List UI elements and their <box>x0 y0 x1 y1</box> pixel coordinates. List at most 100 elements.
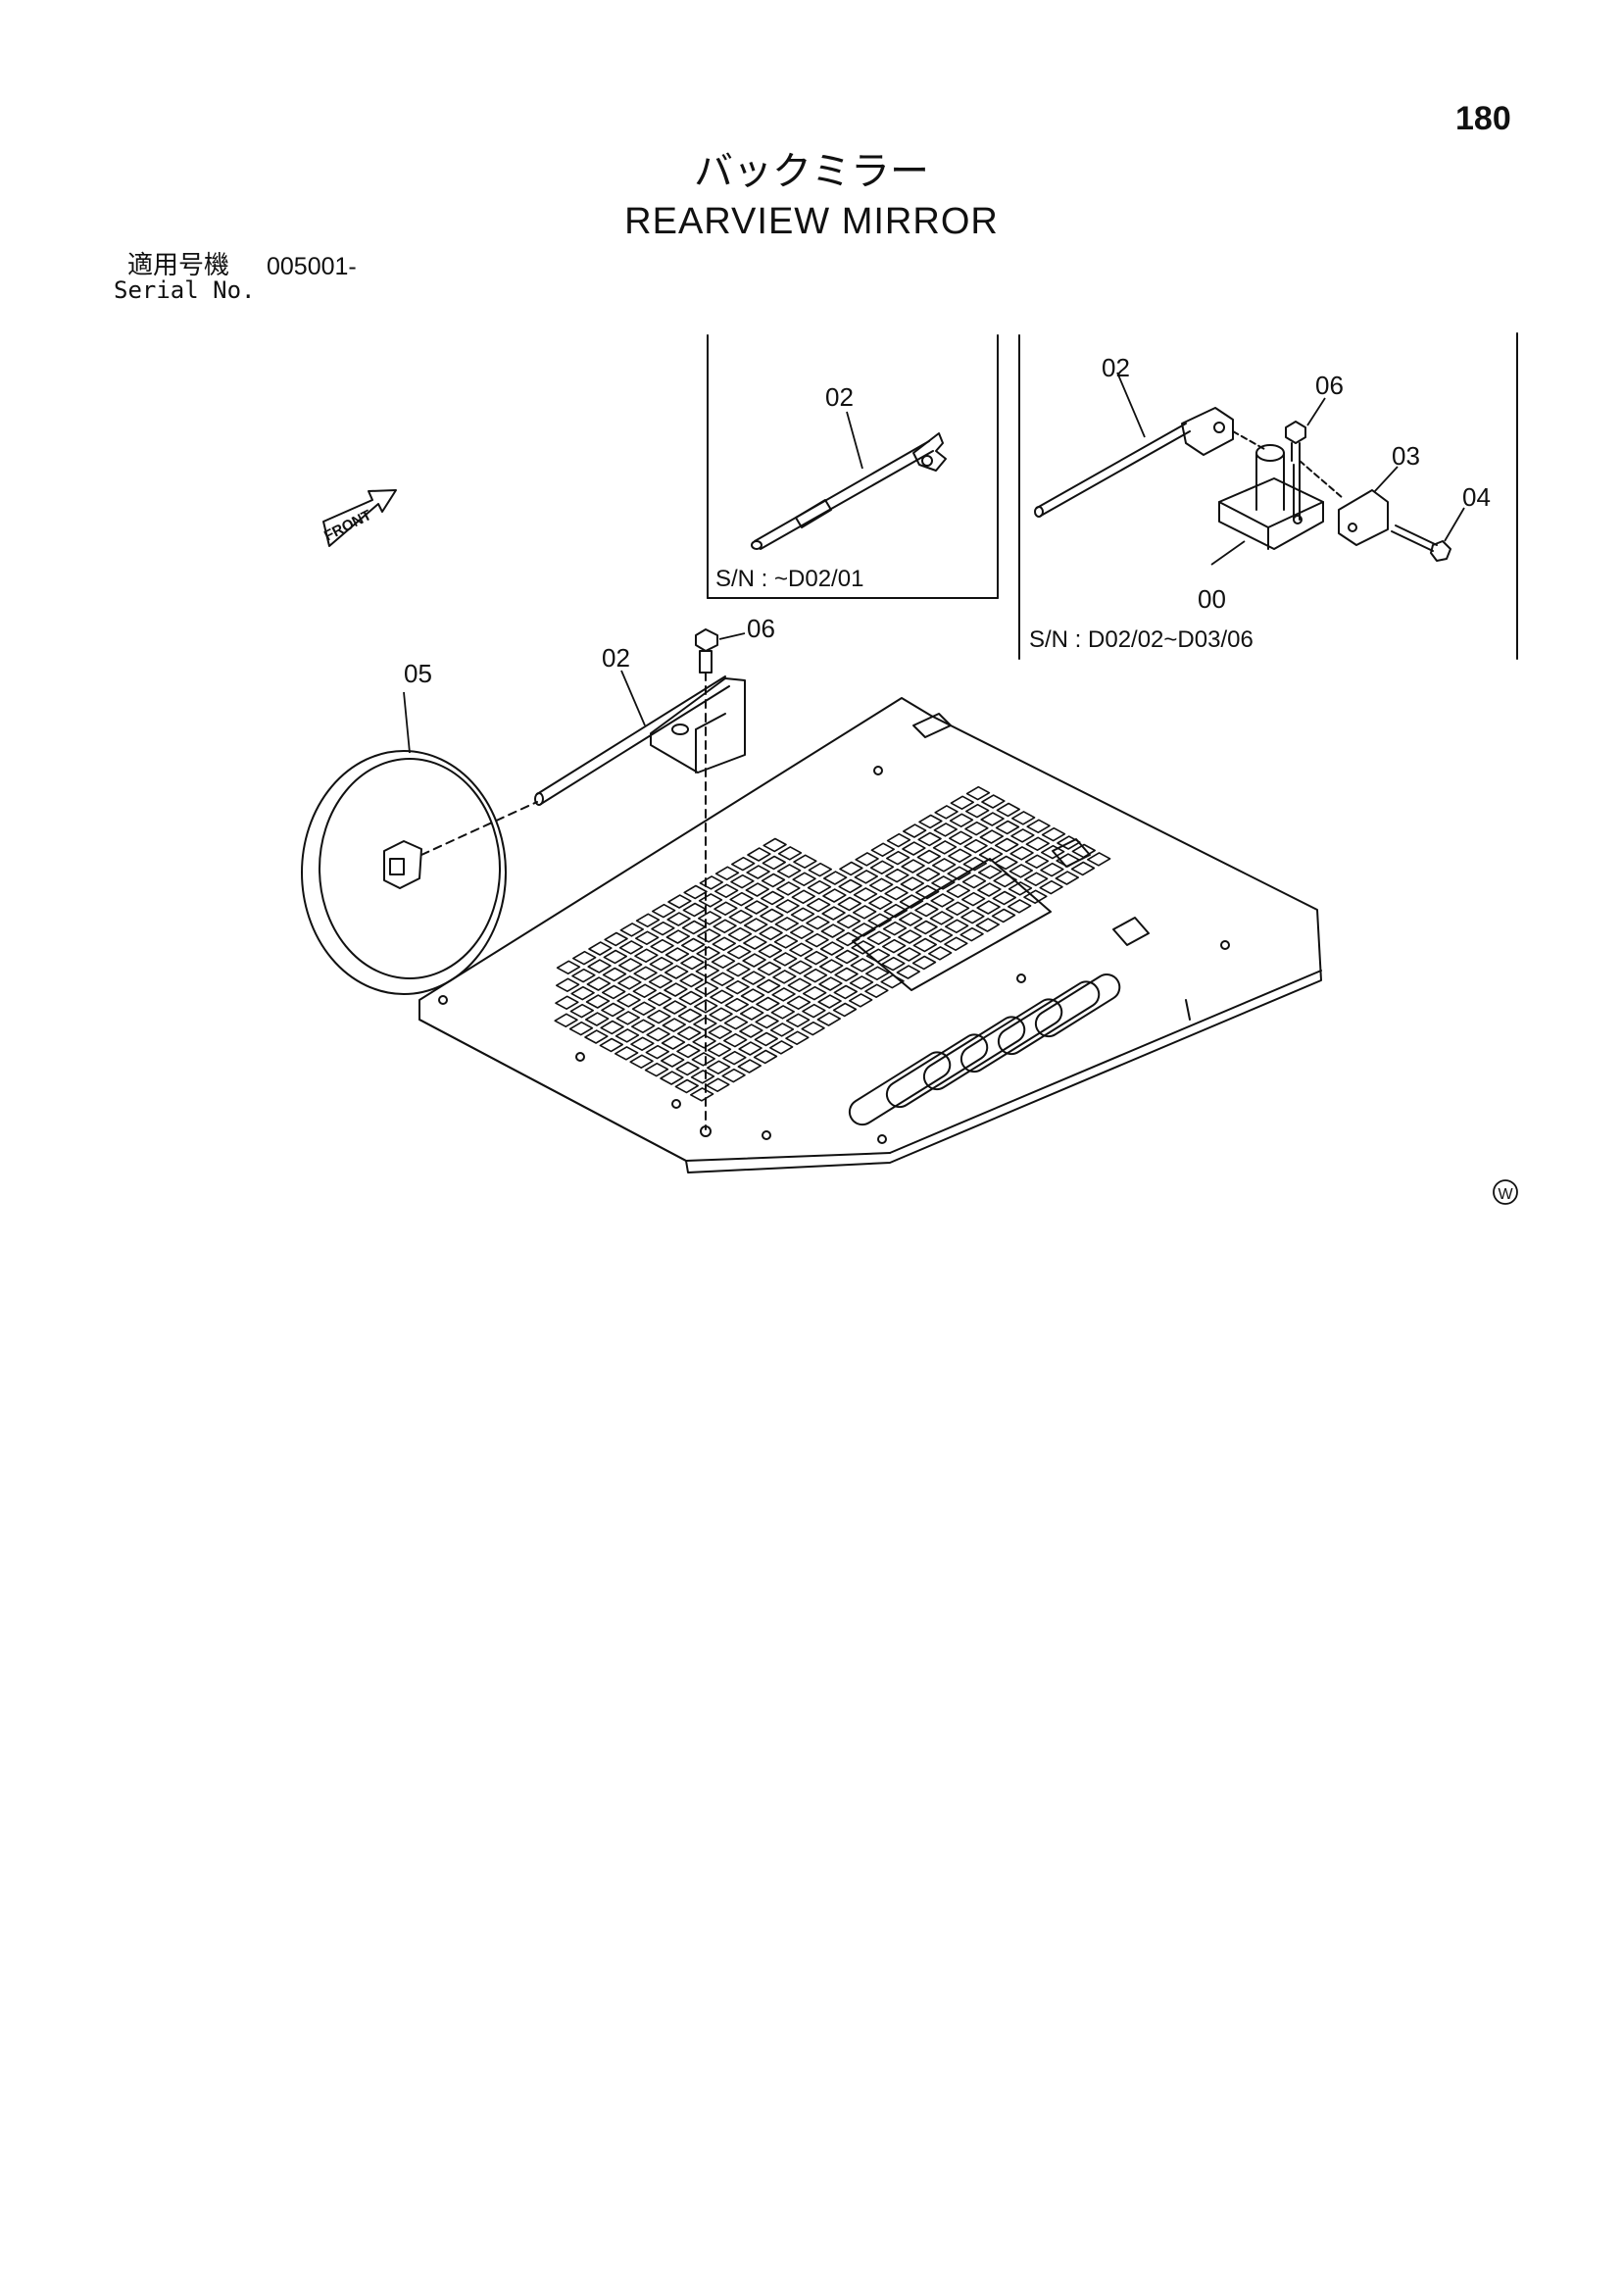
grid-cell <box>959 926 984 942</box>
grid-cell <box>901 859 925 873</box>
grid-cell <box>650 938 674 954</box>
grid-cell <box>676 1025 702 1041</box>
grid-cell <box>667 894 692 909</box>
grid-cell <box>761 873 786 888</box>
grid-cell <box>885 850 910 866</box>
grid-cell <box>1008 864 1033 878</box>
grid-cell <box>898 912 923 926</box>
grid-cell <box>851 940 875 955</box>
grid-cell <box>960 891 986 907</box>
grid-cell <box>961 873 987 889</box>
grid-cell <box>762 837 787 853</box>
grid-cell <box>977 882 1002 897</box>
grid-cell <box>789 942 813 958</box>
grid-cell <box>992 890 1016 906</box>
grid-cell <box>664 947 690 962</box>
grid-cell <box>729 891 754 907</box>
grid-cell <box>898 929 922 944</box>
grid-cell <box>665 929 691 944</box>
stay-02 <box>534 675 746 806</box>
grid-cell <box>1023 889 1048 905</box>
grid-cell <box>584 1029 609 1044</box>
grid-cell <box>803 968 828 983</box>
grid-cell <box>993 873 1017 888</box>
title-english: REARVIEW MIRROR <box>624 201 999 242</box>
grid-cell <box>1071 843 1096 859</box>
grid-cell <box>706 1060 731 1074</box>
grid-cell <box>832 1002 858 1018</box>
grid-cell <box>722 1050 747 1066</box>
grid-cell <box>789 924 814 940</box>
grid-cell <box>634 930 660 946</box>
grid-cell <box>675 1061 700 1076</box>
grid-cell <box>975 918 1001 932</box>
grid-cell <box>571 950 597 966</box>
grid-cell <box>913 920 938 935</box>
grid-cell <box>979 829 1005 844</box>
grid-cell <box>648 973 673 989</box>
grid-cell <box>916 849 942 865</box>
grid-cell <box>774 917 800 931</box>
grid-cell <box>725 979 750 995</box>
grid-cell <box>724 997 750 1013</box>
grid-cell <box>618 940 644 955</box>
grid-cell <box>804 950 829 966</box>
grid-cell <box>777 846 803 861</box>
grid-cell <box>697 928 721 943</box>
grid-cell <box>698 893 723 908</box>
grid-cell <box>946 883 971 899</box>
grid-cell <box>681 920 707 935</box>
grid-cell <box>870 842 896 858</box>
grid-cell <box>603 949 628 965</box>
grid-cell <box>759 925 783 941</box>
front-label: FRONT <box>321 507 374 545</box>
grid-cell <box>948 848 972 864</box>
grid-cell <box>883 903 909 919</box>
grid-cell <box>1055 871 1079 885</box>
grid-cell <box>676 1043 701 1059</box>
grid-cell <box>772 970 797 984</box>
grid-cell <box>619 923 645 937</box>
serial-range: 005001- <box>267 253 357 280</box>
grid-cell <box>949 813 974 828</box>
grid-cell <box>793 854 817 870</box>
grid-cell <box>821 906 846 921</box>
main-callout-02: 02 <box>602 643 630 673</box>
grid-cell <box>629 1054 654 1069</box>
grid-cell <box>706 1077 730 1092</box>
grid-cell <box>933 823 959 837</box>
grid-cell <box>744 900 769 915</box>
grid-cell <box>674 1078 700 1094</box>
grid-cell <box>773 934 799 949</box>
grid-cell <box>651 903 676 919</box>
grid-cell <box>722 1032 748 1048</box>
grid-cell <box>960 909 985 924</box>
grid-cell <box>630 1036 655 1051</box>
grid-cell <box>976 900 1001 915</box>
grid-cell <box>739 1023 763 1038</box>
grid-cell <box>754 1031 779 1047</box>
grid-cell <box>791 889 816 905</box>
grid-cell <box>931 858 957 873</box>
copyright-mark-letter: W <box>1498 1186 1513 1203</box>
grid-cell <box>994 855 1018 871</box>
grid-cell <box>978 847 1004 862</box>
grid-cell <box>896 965 921 979</box>
grid-cell <box>571 968 596 983</box>
grid-cell <box>662 1018 687 1032</box>
grid-cell <box>753 1049 778 1065</box>
grid-cell <box>884 885 909 901</box>
roof-grid <box>554 785 1111 1102</box>
callouts: 02 02 06 03 04 00 05 02 06 <box>404 353 1491 688</box>
grid-cell <box>965 785 991 801</box>
grid-cell <box>963 838 988 854</box>
grid-cell <box>696 946 720 961</box>
grid-cell <box>918 814 943 829</box>
grid-cell <box>854 870 879 884</box>
grid-cell <box>730 856 756 872</box>
main-callout-05: 05 <box>404 659 432 688</box>
grid-cell <box>806 915 830 930</box>
grid-cell <box>631 1001 657 1016</box>
grid-cell <box>1041 826 1066 842</box>
grid-cell <box>599 1037 624 1053</box>
